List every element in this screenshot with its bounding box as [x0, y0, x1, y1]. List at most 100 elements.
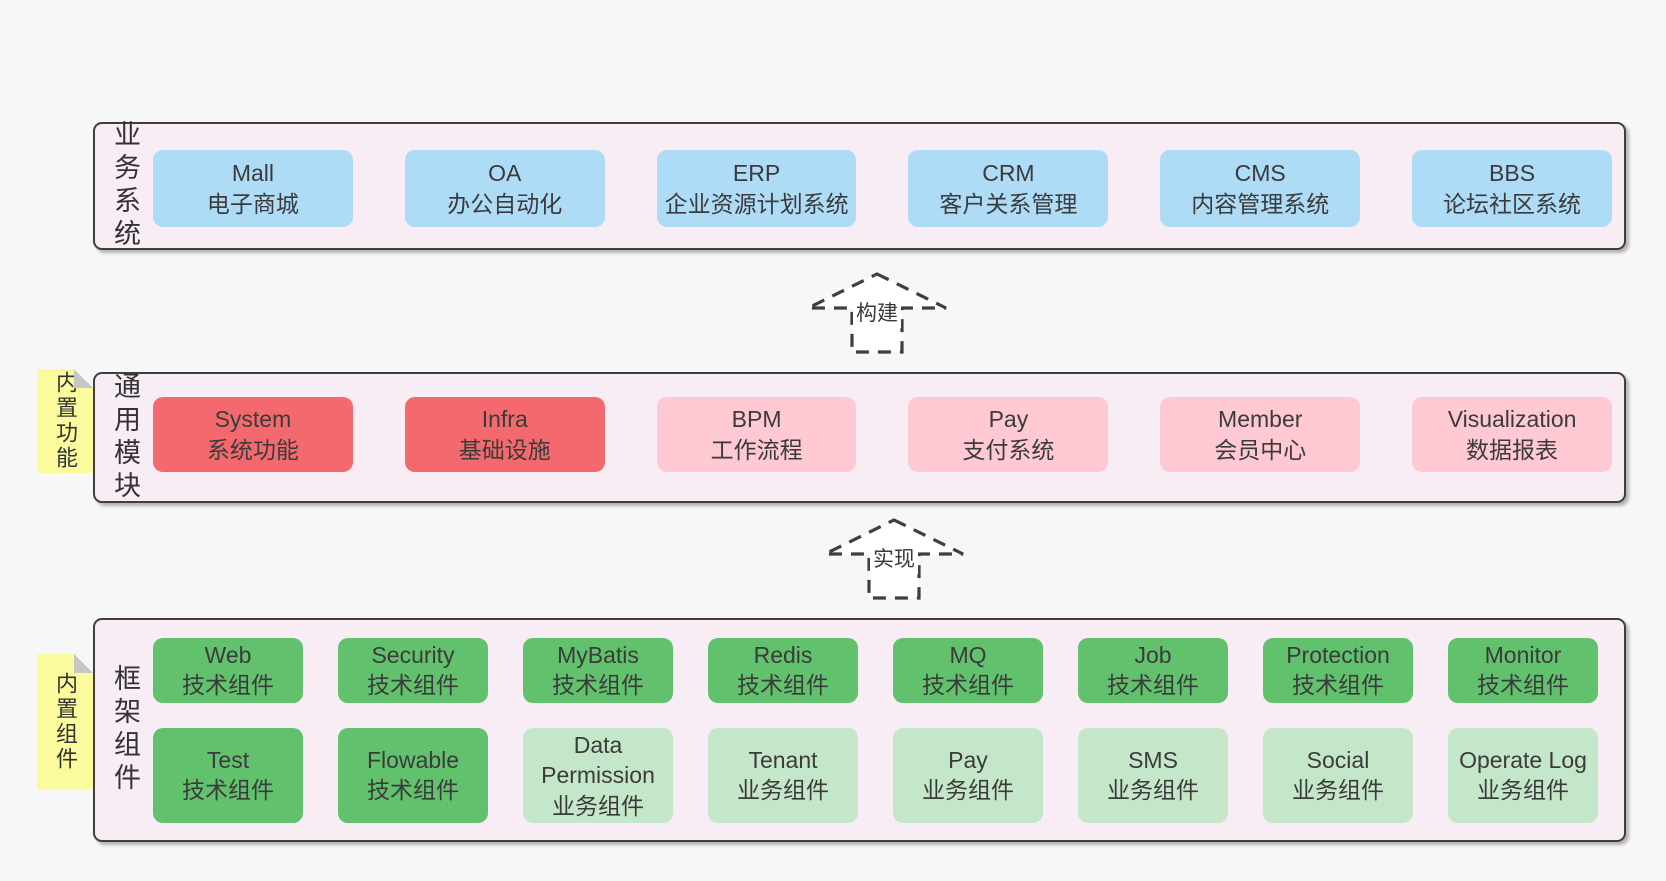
- box-subtitle: 系统功能: [206, 436, 299, 463]
- implement-arrow-label: 实现: [870, 542, 918, 574]
- module-box-infra: Infra 基础设施: [404, 397, 605, 472]
- box-subtitle: 基础设施: [458, 436, 551, 463]
- sticky-note-built-in-components-text: 内置组件: [53, 672, 78, 772]
- box-title: Mall: [231, 160, 274, 187]
- box-subtitle: 办公自动化: [447, 190, 563, 217]
- module-box-operate-log: Operate Log 业务组件: [1448, 727, 1598, 823]
- box-title: Infra: [481, 406, 528, 433]
- layer-framework-components-label: 框架组件: [110, 664, 140, 796]
- module-box-oa: OA 办公自动化: [404, 150, 605, 227]
- box-title: Monitor: [1484, 642, 1562, 669]
- module-box-member: Member 会员中心: [1160, 397, 1361, 472]
- box-subtitle: 技术组件: [1292, 672, 1384, 699]
- module-box-mybatis: MyBatis 技术组件: [523, 638, 673, 703]
- module-box-pay: Pay 支付系统: [908, 397, 1109, 472]
- box-title: MQ: [949, 642, 987, 669]
- module-box-protection: Protection 技术组件: [1263, 638, 1413, 703]
- module-box-crm: CRM 客户关系管理: [908, 150, 1109, 227]
- box-title: Operate Log: [1459, 747, 1587, 774]
- module-box-job: Job 技术组件: [1078, 638, 1228, 703]
- box-title: Pay: [948, 747, 988, 774]
- module-box-security: Security 技术组件: [338, 638, 488, 703]
- build-arrow-label: 构建: [853, 296, 901, 328]
- module-box-test: Test 技术组件: [153, 727, 303, 823]
- module-box-visualization: Visualization 数据报表: [1412, 397, 1612, 472]
- box-subtitle: 客户关系管理: [939, 190, 1078, 217]
- module-box-social: Social 业务组件: [1263, 727, 1413, 823]
- box-subtitle: 业务组件: [1477, 777, 1569, 804]
- module-box-system: System 系统功能: [153, 397, 353, 472]
- box-title: Redis: [753, 642, 813, 669]
- module-box-erp: ERP 企业资源计划系统: [656, 150, 857, 227]
- box-subtitle: 电子商城: [206, 190, 299, 217]
- box-subtitle: 技术组件: [367, 672, 459, 699]
- module-box-cms: CMS 内容管理系统: [1160, 150, 1361, 227]
- sticky-note-built-in-components: 内置组件: [37, 654, 93, 790]
- box-title: Security: [371, 642, 455, 669]
- box-title: CRM: [982, 160, 1035, 187]
- layer-common-modules-label: 通用模块: [110, 371, 140, 504]
- business-systems-box-row: Mall 电子商城 OA 办公自动化 ERP 企业资源计划系统 CRM 客户关系管理 CMS 内容…: [153, 150, 1612, 227]
- box-subtitle: 内容管理系统: [1191, 190, 1330, 217]
- box-subtitle: 论坛社区系统: [1443, 190, 1582, 217]
- box-title: CMS: [1234, 160, 1286, 187]
- box-subtitle: 业务组件: [737, 777, 829, 804]
- box-title: Test: [206, 747, 250, 774]
- box-title: Social: [1306, 747, 1370, 774]
- box-subtitle: 技术组件: [1477, 672, 1569, 699]
- box-title: Job: [1134, 642, 1172, 669]
- box-title: Tenant: [748, 747, 818, 774]
- box-title: Member: [1218, 406, 1303, 433]
- box-title: Pay: [988, 406, 1029, 433]
- box-title: ERP: [732, 160, 781, 187]
- box-title: SMS: [1128, 747, 1178, 774]
- module-box-mq: MQ 技术组件: [893, 638, 1043, 703]
- box-subtitle: 技术组件: [182, 672, 274, 699]
- box-title: MyBatis: [557, 642, 639, 669]
- box-subtitle: 技术组件: [367, 777, 459, 804]
- box-title: Visualization: [1447, 406, 1577, 433]
- module-box-pay: Pay 业务组件: [893, 727, 1043, 823]
- build-arrow: 构建: [806, 272, 948, 354]
- implement-arrow: 实现: [823, 518, 965, 600]
- module-box-mall: Mall 电子商城: [153, 150, 353, 227]
- module-box-web: Web 技术组件: [153, 638, 303, 703]
- box-subtitle: 数据报表: [1466, 436, 1559, 463]
- module-box-bbs: BBS 论坛社区系统: [1412, 150, 1612, 227]
- box-subtitle: 业务组件: [1292, 777, 1384, 804]
- box-subtitle: 业务组件: [922, 777, 1014, 804]
- box-subtitle: 工作流程: [710, 436, 803, 463]
- box-title: Flowable: [366, 747, 460, 774]
- box-subtitle: 技术组件: [552, 672, 644, 699]
- box-title: BBS: [1489, 160, 1536, 187]
- layer-business-systems: 业务系统 Mall 电子商城 OA 办公自动化 ERP 企业资源计划系统 CRM 客户关系管理…: [93, 120, 1626, 252]
- module-box-redis: Redis 技术组件: [708, 638, 858, 703]
- sticky-note-built-in-features-text: 内置功能: [53, 371, 78, 471]
- module-box-data-permission: Data Permission 业务组件: [523, 727, 673, 823]
- box-subtitle: 业务组件: [552, 792, 644, 819]
- module-box-monitor: Monitor 技术组件: [1448, 638, 1598, 703]
- sticky-note-built-in-features: 内置功能: [37, 369, 93, 473]
- box-title: System: [214, 406, 292, 433]
- layer-business-systems-label: 业务系统: [110, 120, 140, 252]
- box-subtitle: 企业资源计划系统: [664, 190, 849, 217]
- box-subtitle: 技术组件: [182, 777, 274, 804]
- module-box-tenant: Tenant 业务组件: [708, 727, 858, 823]
- box-subtitle: 会员中心: [1214, 436, 1307, 463]
- box-subtitle: 支付系统: [962, 436, 1055, 463]
- box-subtitle: 技术组件: [922, 672, 1014, 699]
- box-title: Data Permission: [541, 731, 655, 789]
- box-title: Web: [204, 642, 252, 669]
- box-title: Protection: [1286, 642, 1390, 669]
- box-title: OA: [488, 160, 522, 187]
- box-subtitle: 技术组件: [737, 672, 829, 699]
- box-subtitle: 技术组件: [1107, 672, 1199, 699]
